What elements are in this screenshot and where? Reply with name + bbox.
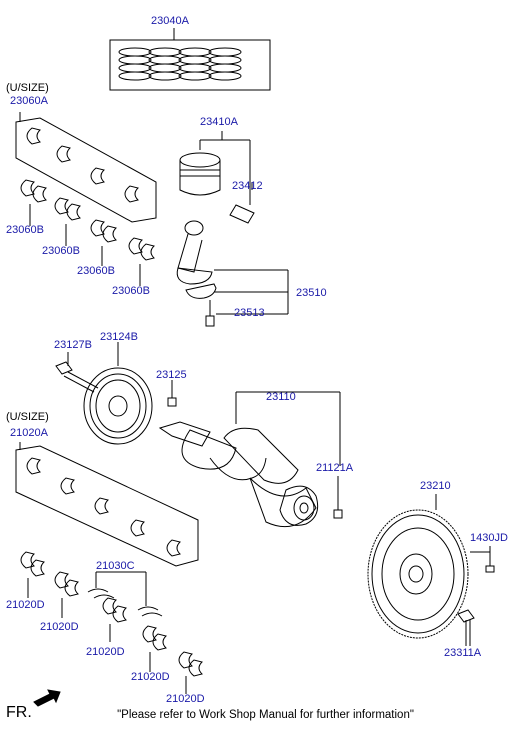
label-crankshaft[interactable]: 23110 xyxy=(266,391,296,403)
piston-assembly[interactable] xyxy=(179,131,255,224)
plug[interactable] xyxy=(333,476,343,519)
dowel-pin[interactable] xyxy=(470,546,495,573)
label-bearing-b2[interactable]: 23060B xyxy=(42,245,80,257)
flywheel-bolt[interactable] xyxy=(457,609,475,646)
label-rod-bolt[interactable]: 23513 xyxy=(234,307,265,319)
label-bearing-b4[interactable]: 23060B xyxy=(112,285,150,297)
piston-ring-set[interactable] xyxy=(109,28,271,91)
connecting-rod[interactable] xyxy=(176,220,289,327)
label-piston-ring-set[interactable]: 23040A xyxy=(151,15,189,27)
label-piston[interactable]: 23410A xyxy=(200,116,238,128)
label-main-d4[interactable]: 21020D xyxy=(131,671,170,683)
label-bearing-b3[interactable]: 23060B xyxy=(77,265,115,277)
label-main-d3[interactable]: 21020D xyxy=(86,646,125,658)
damper-pulley[interactable] xyxy=(83,342,153,445)
label-plug[interactable]: 21121A xyxy=(316,462,354,474)
label-piston-pin[interactable]: 23412 xyxy=(232,180,263,192)
crankshaft[interactable] xyxy=(158,391,341,528)
label-main-bearing-set[interactable]: 21020A xyxy=(10,427,48,439)
label-main-d1[interactable]: 21020D xyxy=(6,599,45,611)
label-main-d5[interactable]: 21020D xyxy=(166,693,205,705)
conrod-bearings[interactable] xyxy=(20,179,155,286)
label-dowel-pin[interactable]: 1430JD xyxy=(470,532,508,544)
label-undersize-1: (U/SIZE) xyxy=(6,82,49,94)
label-damper-pulley[interactable]: 23124B xyxy=(100,331,138,343)
front-indicator: FR. xyxy=(6,704,32,721)
main-bearing-set[interactable] xyxy=(15,442,199,567)
thrust-washers[interactable] xyxy=(87,571,163,617)
woodruff-key[interactable] xyxy=(167,380,177,407)
label-main-d2[interactable]: 21020D xyxy=(40,621,79,633)
flywheel[interactable] xyxy=(367,494,469,639)
label-flywheel[interactable]: 23210 xyxy=(420,480,451,492)
label-key[interactable]: 23125 xyxy=(156,369,187,381)
front-arrow-icon xyxy=(33,689,61,707)
label-flywheel-bolt[interactable]: 23311A xyxy=(444,647,482,659)
label-thrust-washer[interactable]: 21030C xyxy=(96,560,135,572)
footer-note: "Please refer to Work Shop Manual for fu… xyxy=(117,709,414,721)
main-bearings[interactable] xyxy=(20,551,203,694)
label-undersize-2: (U/SIZE) xyxy=(6,411,49,423)
label-connecting-rod[interactable]: 23510 xyxy=(296,287,327,299)
upper-bearing-set[interactable] xyxy=(15,112,157,223)
label-bearing-b1[interactable]: 23060B xyxy=(6,224,44,236)
label-pulley-bolt[interactable]: 23127B xyxy=(54,339,92,351)
label-upper-bearing-set[interactable]: 23060A xyxy=(10,95,48,107)
pulley-bolt[interactable] xyxy=(55,352,99,393)
